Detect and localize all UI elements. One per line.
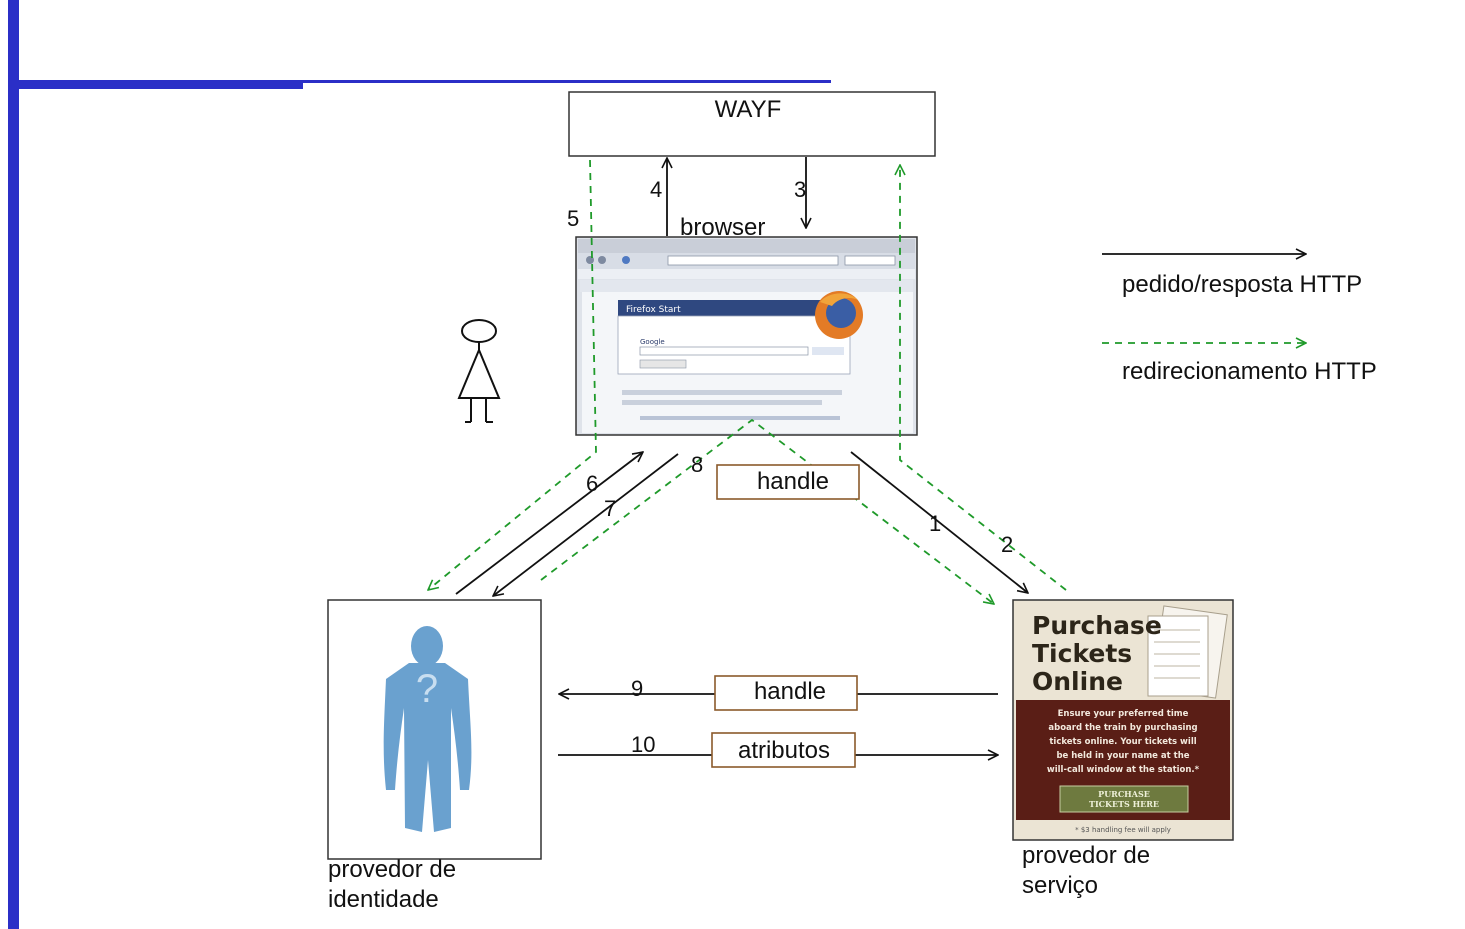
step-label-8: 8 <box>691 452 703 477</box>
user-stick-figure-icon <box>457 319 501 423</box>
identity-provider-label-line2: identidade <box>328 886 439 913</box>
firefox-tip-line-2 <box>622 400 822 405</box>
slide-frame-top-bar <box>8 80 303 89</box>
message-box-handle-bottom-label: handle <box>754 678 826 705</box>
ad-footnote: * $3 handling fee will apply <box>1075 826 1171 834</box>
ad-purchase-button <box>1059 785 1189 813</box>
browser-menubar <box>578 239 915 253</box>
step-label-6: 6 <box>586 471 598 496</box>
service-provider-label-line1: provedor de <box>1022 842 1150 869</box>
identity-provider-node: ? provedor de identidade <box>327 599 542 913</box>
step-label-5: 5 <box>567 206 579 231</box>
unknown-person-question-mark: ? <box>416 667 438 711</box>
message-box-handle-bottom: handle <box>714 675 858 711</box>
legend: pedido/resposta HTTP redirecionamento HT… <box>1102 254 1377 385</box>
forward-icon <box>598 256 606 264</box>
arrow-step-7 <box>493 453 679 596</box>
arrow-step-2 <box>900 165 1067 591</box>
message-box-attributes-label: atributos <box>738 737 830 764</box>
google-advanced-links <box>812 347 844 355</box>
legend-solid-label: pedido/resposta HTTP <box>1122 271 1362 298</box>
ad-body-line5: will-call window at the station.* <box>1047 765 1200 775</box>
firefox-tip-line <box>622 390 842 395</box>
ad-body-line4: be held in your name at the <box>1056 751 1189 761</box>
service-provider-node: Purchase Tickets Online Ensure your pref… <box>1012 599 1234 899</box>
firefox-logo-icon <box>815 291 863 339</box>
reload-icon <box>622 256 630 264</box>
ad-body-line1: Ensure your preferred time <box>1058 709 1189 719</box>
wayf-label: WAYF <box>715 96 782 123</box>
google-search-button <box>639 359 687 369</box>
browser-bookmarks-bar <box>578 269 915 279</box>
firefox-start-header <box>618 300 850 316</box>
arrow-step-6 <box>455 452 643 595</box>
browser-search-bar <box>844 255 896 266</box>
browser-address-bar <box>667 255 839 266</box>
firefox-start-title: Firefox Start <box>626 305 681 315</box>
step-label-2: 2 <box>1001 532 1013 557</box>
identity-provider-label-line1: provedor de <box>328 856 456 883</box>
wayf-node: WAYF <box>568 91 936 157</box>
ad-body-line2: aboard the train by purchasing <box>1048 723 1197 733</box>
step-label-7: 7 <box>604 496 616 521</box>
browser-tabstrip <box>580 280 913 292</box>
unknown-person-icon <box>383 626 472 832</box>
google-search-box <box>639 346 809 356</box>
step-label-9: 9 <box>631 676 643 701</box>
message-box-handle-top: handle <box>716 464 860 500</box>
google-logo: Google <box>640 338 665 346</box>
arrow-step-8 <box>540 418 994 604</box>
slide-frame-left-bar <box>8 0 19 929</box>
ad-body-line3: tickets online. Your tickets will <box>1049 737 1196 747</box>
step-label-3: 3 <box>794 177 806 202</box>
step-label-10: 10 <box>631 732 655 757</box>
ad-title-line3: Online <box>1032 667 1123 696</box>
ad-button-line1: PURCHASE <box>1098 789 1150 799</box>
ad-title-line2: Tickets <box>1032 639 1132 668</box>
firefox-footer-links <box>640 416 840 420</box>
step-label-4: 4 <box>650 177 662 202</box>
slide-frame-top-rule <box>300 80 831 83</box>
step-label-1: 1 <box>929 511 941 536</box>
ad-title-line1: Purchase <box>1032 611 1162 640</box>
legend-dashed-label: redirecionamento HTTP <box>1122 358 1377 385</box>
arrow-step-1 <box>850 451 1028 593</box>
wayf-box <box>568 91 936 157</box>
service-provider-label-line2: serviço <box>1022 872 1098 899</box>
ticket-documents-image <box>1147 605 1228 699</box>
message-box-attributes: atributos <box>711 732 856 768</box>
ad-button-line2: TICKETS HERE <box>1089 799 1159 809</box>
arrow-step-5 <box>428 159 597 590</box>
message-box-handle-top-label: handle <box>757 468 829 495</box>
browser-node: browser Firefox Start Google <box>575 214 918 436</box>
back-icon <box>586 256 594 264</box>
